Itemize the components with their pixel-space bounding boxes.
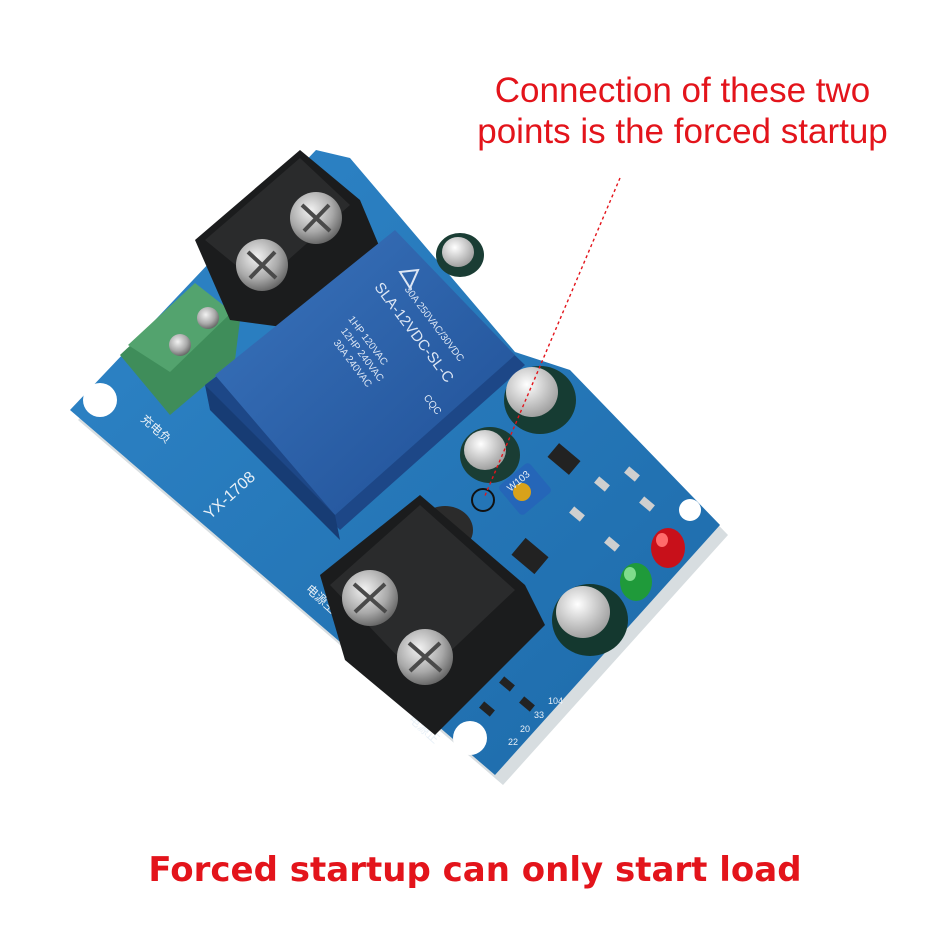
annotation-line-2: points is the forced startup <box>477 112 888 151</box>
annotation-leader-line <box>483 177 621 499</box>
relay-warning-icon <box>398 268 420 291</box>
annotation-line-1: Connection of these two <box>494 71 871 110</box>
green-terminal-block <box>120 283 240 415</box>
terminal-screw <box>197 307 219 329</box>
capacitor <box>436 233 484 277</box>
capacitor <box>460 427 520 483</box>
green-led <box>620 563 652 601</box>
forced-startup-point <box>471 488 495 512</box>
relay: SLA-12VDC-SL-C 30A 250VAC/30VDC 1HP 120V… <box>205 230 525 540</box>
resistor-code: 20 <box>520 724 530 734</box>
potentiometer: W103 <box>499 463 551 515</box>
capacitor <box>504 366 576 434</box>
resistor-code: 22 <box>508 737 518 747</box>
mount-hole <box>453 721 487 755</box>
resistor-code: 104 <box>548 696 563 706</box>
terminal-screw <box>169 334 191 356</box>
bottom-screw-terminal <box>320 495 545 735</box>
red-led <box>651 528 685 568</box>
capacitor <box>552 584 628 656</box>
mount-hole <box>83 383 117 417</box>
smd-components: 22 20 33 104 <box>479 443 655 747</box>
resistor-code: 33 <box>534 710 544 720</box>
mount-hole <box>679 499 701 521</box>
annotation-callout: Connection of these two points is the fo… <box>440 70 925 152</box>
caption-text: Forced startup can only start load <box>148 850 802 890</box>
